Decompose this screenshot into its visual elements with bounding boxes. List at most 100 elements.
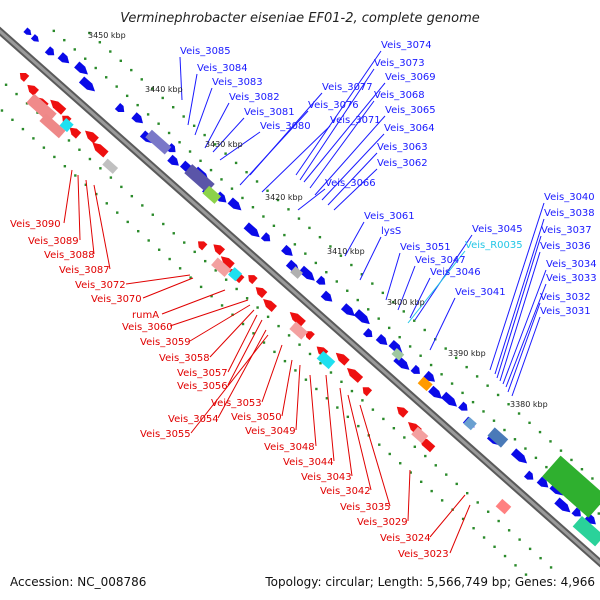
track-dot — [241, 322, 245, 326]
leader-line — [339, 387, 353, 477]
track-dot — [413, 445, 417, 448]
track-dot — [266, 315, 270, 319]
track-dot — [340, 380, 343, 383]
leader-line — [347, 394, 372, 491]
leader-line — [169, 299, 249, 327]
leader-line — [187, 73, 198, 126]
reverse-gene-arrow — [50, 99, 67, 115]
feature-glyphs — [19, 27, 600, 547]
track-dot — [308, 226, 311, 230]
track-dot — [130, 194, 134, 198]
track-dot — [429, 363, 433, 367]
track-dot — [392, 300, 395, 304]
track-dot — [445, 473, 448, 476]
track-dot — [486, 384, 489, 387]
kbp-ticks: 3450 kbp 3440 kbp 3430 kbp 3420 kbp 3410… — [88, 31, 548, 409]
reverse-gene-arrow — [213, 244, 226, 256]
track-dot — [287, 334, 291, 337]
gene-label: Veis_3061 — [364, 211, 415, 222]
forward-gene-arrow — [74, 61, 88, 75]
arrow-shape — [213, 244, 226, 256]
track-dot — [325, 271, 328, 274]
pink-block — [39, 113, 66, 139]
leader-line — [505, 283, 547, 388]
track-dot — [67, 139, 71, 142]
leader-line — [344, 221, 365, 257]
track-dot — [346, 289, 349, 292]
gene-label: Veis_3036 — [540, 241, 591, 252]
pink-block — [495, 498, 512, 515]
track-dot — [454, 356, 458, 360]
leader-line — [204, 102, 230, 149]
track-dot — [140, 78, 143, 81]
forward-gene-arrow — [340, 303, 355, 317]
track-dot — [371, 282, 374, 285]
track-dot — [377, 317, 380, 320]
forward-gene-arrow — [410, 364, 420, 374]
gene-label: Veis_3034 — [546, 259, 597, 270]
track-dot — [329, 371, 333, 374]
track-dot — [11, 118, 14, 122]
forward-gene-arrow — [78, 76, 96, 92]
reverse-gene-arrow — [289, 311, 306, 327]
track-dot — [220, 178, 223, 181]
track-dot — [524, 447, 527, 450]
track-dot — [482, 536, 486, 539]
track-dot — [388, 452, 391, 456]
leader-line — [261, 125, 331, 193]
leader-line — [227, 319, 263, 386]
track-dot — [277, 324, 280, 328]
track-dot — [105, 76, 108, 79]
leader-line — [297, 188, 326, 211]
track-dot — [319, 362, 322, 365]
track-dot — [398, 335, 401, 339]
leader-line — [333, 168, 378, 211]
leader-line — [359, 404, 391, 507]
arrow-shape — [30, 34, 39, 42]
track-dot — [203, 133, 206, 137]
gene-label: Veis_3033 — [546, 273, 597, 284]
forward-gene-arrow — [167, 154, 179, 166]
leader-line — [63, 169, 73, 224]
gene-label: Veis_3077 — [322, 82, 373, 93]
track-dot — [493, 545, 496, 548]
track-dot — [209, 168, 213, 172]
track-dot — [559, 449, 563, 452]
accession-text: Accession: NC_008786 — [10, 575, 146, 589]
track-dot — [42, 146, 46, 149]
arrow-shape — [227, 197, 242, 211]
arrow-shape — [263, 299, 277, 312]
track-dot — [524, 573, 528, 576]
track-dot — [109, 176, 113, 179]
track-dot — [53, 155, 56, 159]
track-dot — [182, 115, 185, 118]
track-dot — [314, 261, 318, 265]
gene-label: lysS — [381, 226, 401, 237]
gene-label: Veis_3048 — [264, 442, 315, 453]
track-dot — [475, 375, 479, 378]
gene-label: Veis_3038 — [544, 208, 595, 219]
gene-label: Veis_3065 — [385, 105, 436, 116]
labels-reverse: Veis_3090 Veis_3089 Veis_3088 Veis_3087 … — [10, 219, 449, 560]
gene-label: Veis_3060 — [122, 322, 173, 333]
track-dot — [189, 276, 192, 279]
track-dot — [367, 308, 370, 311]
arrow-shape — [346, 368, 364, 383]
track-dot — [350, 263, 353, 267]
track-dot — [514, 564, 517, 567]
box-shape — [463, 416, 477, 431]
gene-label: Veis_3059 — [140, 337, 191, 348]
cyan-block — [59, 117, 74, 133]
track-dot — [392, 427, 396, 430]
reverse-gene-arrow — [92, 142, 109, 158]
leader-line — [179, 56, 183, 101]
kbp-tick: 3410 kbp — [327, 247, 365, 256]
arrow-shape — [554, 497, 571, 513]
forward-gene-arrow — [428, 385, 443, 399]
pink-block — [211, 257, 232, 277]
track-dot — [580, 468, 584, 471]
gene-label: Veis_3087 — [59, 265, 110, 276]
gene-label: Veis_3058 — [159, 353, 210, 364]
track-dot — [403, 436, 406, 439]
box-shape — [227, 267, 243, 282]
